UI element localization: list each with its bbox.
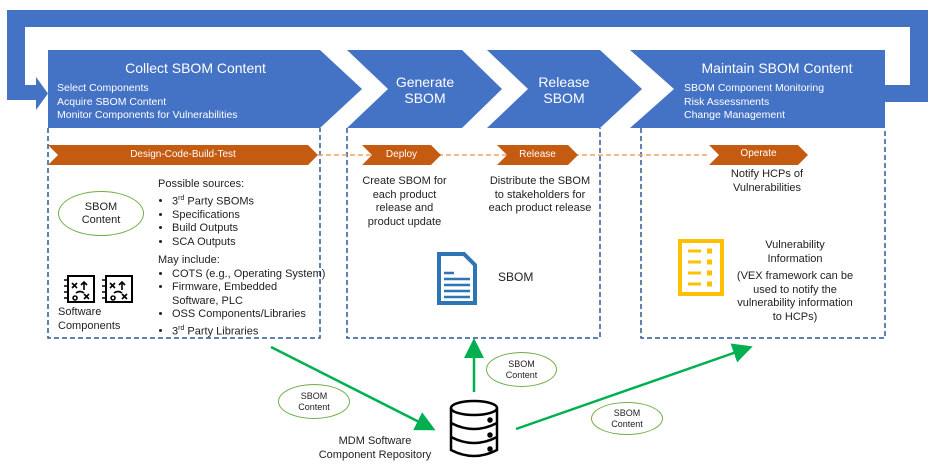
stage-title-generate: Generate SBOM (395, 74, 455, 106)
database-icon (449, 399, 499, 458)
sbom-content-ellipse: SBOM Content (486, 352, 557, 387)
include-item: OSS Components/Libraries (172, 308, 323, 322)
ellipse-label: SBOM Content (611, 407, 643, 429)
phase-label: Deploy (385, 149, 418, 160)
stage-item: Change Management (684, 109, 785, 121)
stage-items-maintain: SBOM Component Monitoring Risk Assessmen… (684, 82, 824, 123)
include-item: 3rd Party Libraries (172, 322, 323, 339)
flow-arrow-repo-to-maintain (515, 343, 753, 431)
sbom-content-ellipse: SBOM Content (591, 402, 663, 435)
collect-box (47, 128, 321, 339)
collect-details: Possible sources: 3rd Party SBOMs Specif… (158, 178, 325, 339)
stage-item: Risk Assessments (684, 95, 770, 108)
include-item: COTS (e.g., Operating System) (172, 268, 325, 282)
checklist-icon (678, 239, 724, 296)
vulnerability-note: (VEX framework can be used to notify the… (736, 270, 854, 323)
flow-arrow-collect-to-repo (270, 345, 436, 431)
source-item: 3rd Party SBOMs (172, 192, 323, 209)
software-component-icon (64, 275, 95, 303)
ellipse-label: SBOM Content (505, 358, 538, 380)
document-icon (437, 252, 477, 305)
source-item: Specifications (172, 209, 323, 223)
ellipse-label: SBOM Content (81, 200, 121, 226)
sbom-content-ellipse: SBOM Content (278, 384, 350, 419)
phase-label: Design-Code-Build-Test (130, 149, 236, 160)
stage-title-maintain: Maintain SBOM Content (701, 60, 853, 76)
stage-item: Select Components (57, 82, 149, 94)
stage-item: Monitor Components for Vulnerabilities (57, 109, 238, 121)
include-item: Firmware, Embedded Software, PLC (172, 281, 297, 308)
sbom-content-ellipse: SBOM Content (58, 191, 144, 236)
generate-description: Create SBOM for each product release and… (362, 175, 447, 228)
phase-release (497, 145, 578, 165)
stage-item: SBOM Component Monitoring (684, 82, 825, 94)
maintain-box (640, 128, 886, 339)
phase-deploy (362, 145, 441, 165)
stage-title-release: Release SBOM (538, 74, 590, 106)
stage-title-collect: Collect SBOM Content (125, 60, 266, 76)
source-item: Build Outputs (172, 222, 323, 236)
chevron-maintain (630, 50, 885, 128)
release-description: Distribute the SBOM to stakeholders for … (488, 175, 592, 214)
chevron-generate (347, 50, 502, 128)
phase-label: Release (519, 149, 556, 160)
stage-items-collect: Select Components Acquire SBOM Content M… (57, 82, 238, 123)
include-heading: May include: (158, 254, 220, 267)
software-component-icon (102, 275, 133, 303)
repository-label: MDM Software Component Repository (318, 435, 432, 461)
source-item: SCA Outputs (172, 236, 323, 250)
phase-design (48, 145, 318, 165)
feedback-loop-arrow (7, 10, 928, 110)
sources-heading: Possible sources: (158, 178, 245, 190)
software-components-label: Software Components (58, 306, 121, 332)
chevron-collect (48, 50, 362, 128)
stage-item: Acquire SBOM Content (57, 95, 167, 108)
maintain-description: Notify HCPs of Vulnerabilities (730, 168, 804, 194)
sbom-doc-label: SBOM (498, 270, 534, 284)
vulnerability-title: Vulnerability Information (765, 239, 825, 265)
phase-label: Operate (740, 148, 777, 159)
phase-operate (709, 145, 808, 165)
ellipse-label: SBOM Content (298, 390, 330, 412)
chevron-release (487, 50, 642, 128)
